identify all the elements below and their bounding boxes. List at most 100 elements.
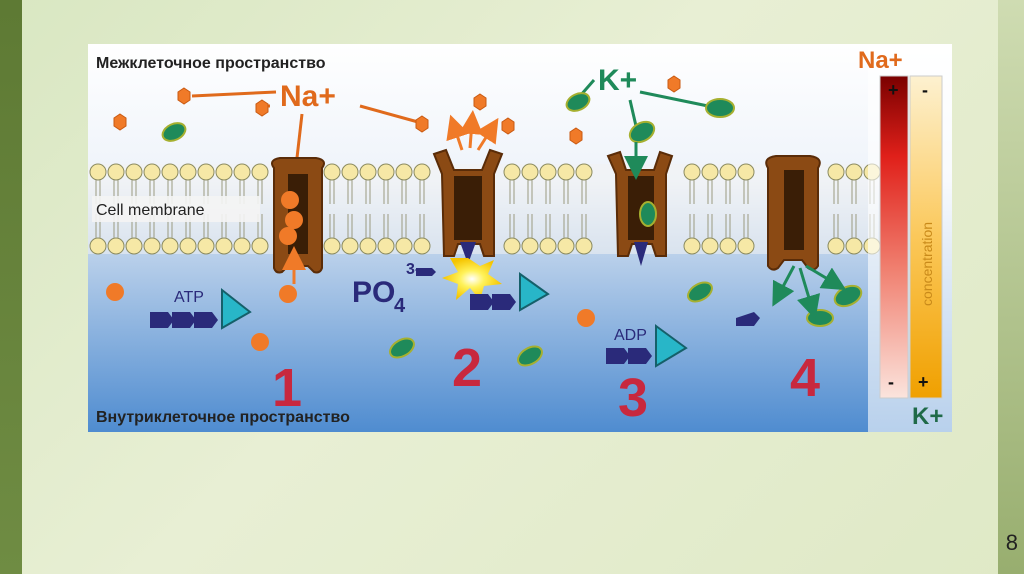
- lipid-head: [233, 163, 251, 181]
- step-number-1: 1: [272, 358, 302, 418]
- svg-text:PO: PO: [352, 276, 395, 309]
- sodium-ion: [501, 117, 515, 135]
- lipid-head: [251, 237, 269, 255]
- slide-number: 8: [1005, 530, 1018, 555]
- lipid-head: [575, 163, 593, 181]
- sodium-ion: [281, 191, 299, 209]
- lipid-head: [827, 237, 845, 255]
- phosphate-fragment: [736, 312, 760, 326]
- svg-text:ADP: ADP: [614, 327, 647, 344]
- lipid-head: [719, 237, 737, 255]
- lipid-head: [737, 163, 755, 181]
- phosphate-release-flash: [442, 258, 502, 300]
- lipid-head: [215, 163, 233, 181]
- adp-after-hydrolysis: [470, 272, 550, 312]
- pump-state-1: [271, 157, 325, 284]
- intracellular-label: Внутриклеточное пространство: [96, 409, 350, 426]
- svg-text:+: +: [918, 372, 929, 392]
- lipid-head: [197, 163, 215, 181]
- sodium-ion: [473, 93, 487, 111]
- svg-text:ATP: ATP: [174, 289, 204, 306]
- concentration-label: concentration: [919, 222, 935, 306]
- sodium-ion: [285, 211, 303, 229]
- lipid-head: [377, 237, 395, 255]
- lipid-head: [701, 237, 719, 255]
- extracellular-label: Межклеточное пространство: [96, 55, 326, 72]
- potassium-ion: [628, 120, 656, 144]
- atp-molecule: ATP: [150, 287, 252, 330]
- sodium-ion: [279, 227, 297, 245]
- lipid-head: [539, 237, 557, 255]
- lipid-head: [215, 237, 233, 255]
- lipid-head: [359, 237, 377, 255]
- step-number-2: 2: [452, 338, 482, 398]
- pump-state-3: [606, 142, 674, 266]
- sodium-ion: [667, 75, 681, 93]
- lipid-head: [827, 163, 845, 181]
- potassium-ion: [687, 281, 713, 303]
- sodium-potassium-pump-diagram: Межклеточное пространство Внутриклеточно…: [88, 44, 952, 432]
- lipid-head: [359, 163, 377, 181]
- lipid-head: [341, 237, 359, 255]
- lipid-head: [341, 163, 359, 181]
- potassium-concentration-bar: [909, 75, 943, 399]
- potassium-ion: [161, 122, 187, 142]
- potassium-ion: [389, 337, 415, 359]
- lipid-head: [575, 237, 593, 255]
- lipid-head: [845, 163, 863, 181]
- sodium-ion: [415, 115, 429, 133]
- lipid-head: [683, 163, 701, 181]
- lipid-head: [521, 163, 539, 181]
- sodium-ion: [569, 127, 583, 145]
- lipid-head: [107, 237, 125, 255]
- lipid-head: [539, 163, 557, 181]
- potassium-label: K+: [598, 64, 637, 97]
- pump-state-2: [432, 110, 504, 300]
- lipid-head: [845, 237, 863, 255]
- lipid-head: [377, 163, 395, 181]
- sodium-ion: [113, 113, 127, 131]
- legend-sodium-label: Na+: [858, 47, 903, 74]
- lipid-head: [197, 237, 215, 255]
- lipid-head: [503, 163, 521, 181]
- sodium-label: Na+: [280, 80, 336, 113]
- svg-text:-: -: [922, 80, 928, 100]
- lipid-head: [521, 237, 539, 255]
- lipid-head: [557, 163, 575, 181]
- lipid-head: [701, 163, 719, 181]
- svg-text:4: 4: [394, 295, 406, 317]
- sodium-ions: [113, 75, 681, 145]
- pump-state-4: [736, 155, 847, 326]
- lipid-head: [143, 163, 161, 181]
- lipid-head: [737, 237, 755, 255]
- sodium-ion: [177, 87, 191, 105]
- lipid-head: [233, 237, 251, 255]
- lipid-head: [125, 237, 143, 255]
- potassium-ion: [517, 345, 543, 367]
- sodium-ion: [577, 309, 595, 327]
- phosphate-label: PO 4 3-: [352, 261, 436, 317]
- potassium-ion: [565, 92, 591, 112]
- lipid-head: [503, 237, 521, 255]
- lipid-head: [161, 163, 179, 181]
- lipid-head: [323, 163, 341, 181]
- potassium-ion: [639, 201, 657, 227]
- potassium-ions: [161, 92, 863, 367]
- lipid-head: [413, 163, 431, 181]
- sodium-ion: [279, 285, 297, 303]
- lipid-head: [89, 163, 107, 181]
- lipid-head: [395, 163, 413, 181]
- sodium-ions-inside: [106, 283, 595, 351]
- lipid-head: [323, 237, 341, 255]
- lipid-head: [89, 237, 107, 255]
- lipid-head: [143, 237, 161, 255]
- step-number-4: 4: [790, 348, 820, 408]
- sodium-concentration-bar: [879, 75, 909, 399]
- lipid-head: [107, 163, 125, 181]
- right-accent-bar: [998, 0, 1024, 574]
- lipid-head: [161, 237, 179, 255]
- lipid-head: [251, 163, 269, 181]
- svg-text:-: -: [888, 372, 894, 392]
- sodium-ion: [251, 333, 269, 351]
- lipid-head: [125, 163, 143, 181]
